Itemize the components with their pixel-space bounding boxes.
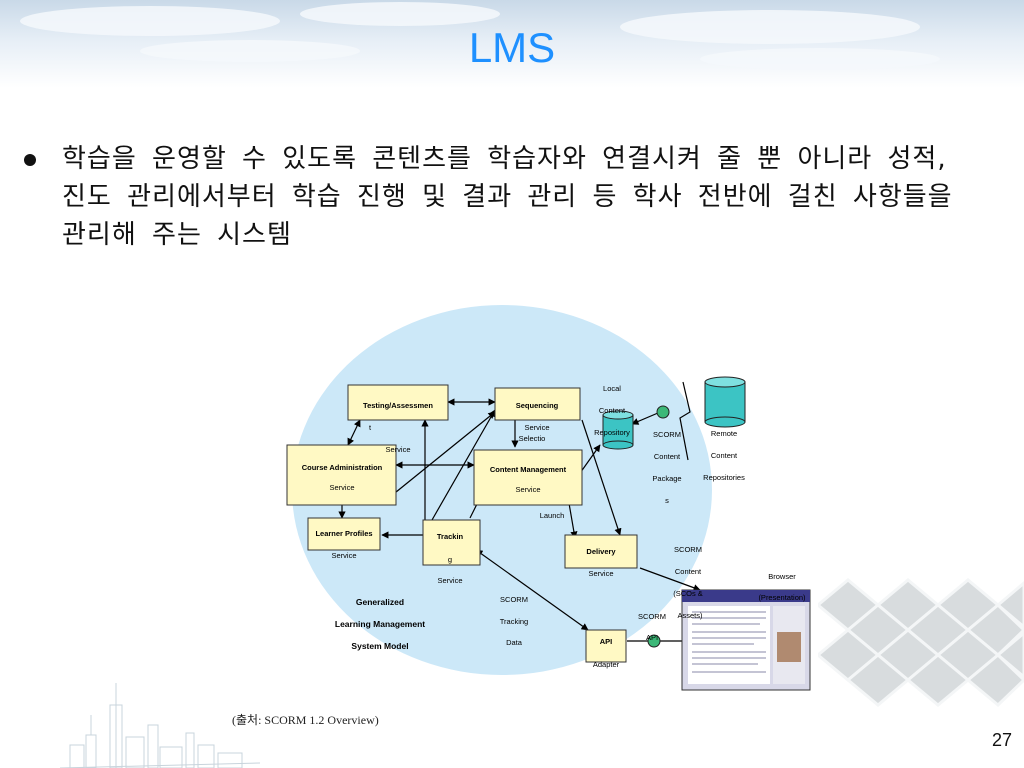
- testing-label-1: Testing/Assessmen: [363, 401, 433, 410]
- api-label-1: API: [600, 637, 613, 646]
- source-citation: (출처: SCORM 1.2 Overview): [232, 713, 379, 727]
- cloud-decoration: [140, 40, 360, 62]
- generalized-label-1: Generalized: [356, 597, 404, 607]
- tracking-label-3: Service: [437, 576, 462, 585]
- cloud-decoration: [20, 6, 280, 36]
- learner-profiles-label-2: Service: [331, 551, 356, 560]
- scorm-api-label-2: API: [646, 633, 658, 642]
- remote-repo-label-2: Content: [711, 451, 738, 460]
- local-repo-label-1: Local: [603, 384, 621, 393]
- bullet-dot-icon: [24, 154, 36, 166]
- learner-profiles-label-1: Learner Profiles: [315, 529, 372, 538]
- remote-content-repository-icon: [704, 376, 746, 428]
- course-admin-label-2: Service: [329, 483, 354, 492]
- delivery-service-box: [564, 534, 638, 569]
- tracking-service-box: [422, 519, 481, 566]
- local-repo-label-2: Content: [599, 406, 626, 415]
- course-admin-label-1: Course Administration: [302, 463, 383, 472]
- content-management-service-box: [473, 449, 583, 506]
- content-management-label-2: Service: [515, 485, 540, 494]
- tracking-data-label-2: Tracking: [500, 617, 528, 626]
- api-adapter-box: [585, 629, 627, 663]
- sequencing-label-1: Sequencing: [516, 401, 559, 410]
- cloud-decoration: [300, 2, 500, 26]
- sequencing-service-box: [494, 387, 581, 421]
- testing-label-3: Service: [385, 445, 410, 454]
- tile-pattern-decoration: [818, 578, 1024, 708]
- bullet-item: 학습을 운영할 수 있도록 콘텐츠를 학습자와 연결시켜 줄 뿐 아니라 성적,…: [24, 140, 984, 254]
- scorm-api-label-1: SCORM: [638, 612, 666, 621]
- sequencing-label-3: Selectio: [519, 434, 546, 443]
- browser-screenshot-image: [681, 589, 811, 691]
- scorm-package-label-4: s: [665, 496, 669, 505]
- scorm-package-label-3: Package: [652, 474, 681, 483]
- scorm-content-label-2: Content: [675, 567, 702, 576]
- bullet-text: 학습을 운영할 수 있도록 콘텐츠를 학습자와 연결시켜 줄 뿐 아니라 성적,…: [62, 144, 953, 250]
- sequencing-label-2: Service: [524, 423, 549, 432]
- generalized-label-2: Learning Management: [335, 619, 425, 629]
- api-label-2: Adapter: [593, 660, 620, 669]
- scorm-content-label-3: (SCOs &: [673, 589, 703, 598]
- testing-label-2: t: [369, 423, 372, 432]
- testing-assessment-service-box: [347, 384, 449, 421]
- scorm-content-label-4: Assets): [677, 611, 703, 620]
- tracking-label-2: g: [448, 555, 452, 564]
- scorm-package-label-2: Content: [654, 452, 681, 461]
- page-number: 27: [991, 730, 1012, 750]
- delivery-label-1: Delivery: [586, 547, 616, 556]
- api-connector-icon: [647, 634, 661, 648]
- lms-system-diagram: Testing/Assessmen t Service Sequencing S…: [286, 305, 811, 691]
- presentation-label: (Presentation): [758, 593, 806, 602]
- launch-label: Launch: [540, 511, 565, 520]
- city-skyline-decoration: [59, 683, 260, 768]
- tracking-data-label-3: Data: [506, 638, 523, 647]
- course-administration-service-box: [286, 444, 397, 506]
- remote-repo-label-1: Remote: [711, 429, 737, 438]
- scorm-package-label-1: SCORM: [653, 430, 681, 439]
- cloud-decoration: [700, 48, 940, 70]
- browser-label: Browser: [768, 572, 796, 581]
- delivery-label-2: Service: [588, 569, 613, 578]
- learner-profiles-service-box: [307, 517, 381, 551]
- remote-repo-label-3: Repositories: [703, 473, 745, 482]
- tracking-label-1: Trackin: [437, 532, 464, 541]
- slide-title: LMS: [468, 24, 556, 71]
- scorm-content-label-1: SCORM: [674, 545, 702, 554]
- local-content-repository-icon: [602, 410, 634, 450]
- local-repo-label-3: Repository: [594, 428, 630, 437]
- content-management-label-1: Content Management: [490, 465, 567, 474]
- content-package-connector-icon: [656, 405, 670, 419]
- tracking-data-label-1: SCORM: [500, 595, 528, 604]
- cloud-decoration: [620, 10, 920, 44]
- generalized-label-3: System Model: [351, 641, 408, 651]
- header-sky-background: [0, 0, 1024, 88]
